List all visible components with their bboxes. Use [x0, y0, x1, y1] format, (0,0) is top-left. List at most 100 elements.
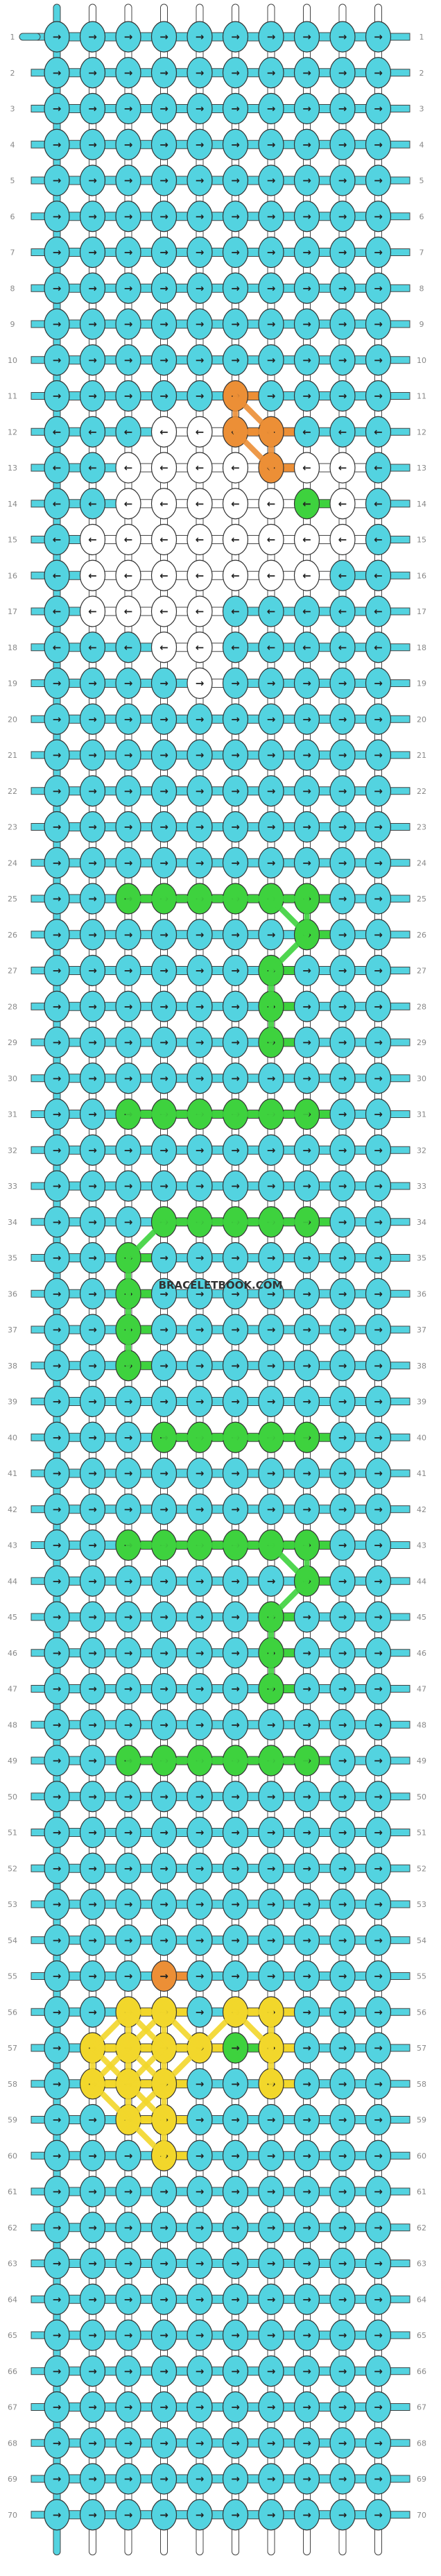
knot — [150, 57, 178, 89]
arrow-icon: → — [302, 1072, 311, 1085]
knot — [150, 1350, 178, 1382]
arrow-icon: → — [338, 1790, 347, 1803]
arrow-icon: → — [53, 1431, 62, 1443]
knot — [365, 1421, 392, 1453]
knot — [79, 1601, 106, 1633]
arrow-icon: → — [267, 2114, 276, 2126]
color-thread — [126, 2009, 167, 2051]
row-label-left: 26 — [8, 931, 17, 940]
knot — [258, 1960, 284, 1992]
arrow-icon: → — [159, 1396, 168, 1408]
arrow-icon: → — [374, 1431, 383, 1443]
arrow-icon: → — [124, 318, 133, 330]
knot — [150, 92, 178, 125]
knot — [79, 811, 106, 843]
knot — [79, 667, 106, 700]
row-label-left: 58 — [8, 2080, 17, 2089]
knot — [293, 2103, 320, 2136]
knot — [187, 1170, 213, 1202]
row-label-left: 1 — [10, 33, 15, 42]
row-label-left: 59 — [8, 2116, 17, 2125]
arrow-icon: → — [302, 1862, 311, 1874]
arrow-icon: ← — [374, 641, 383, 654]
knot — [293, 1457, 320, 1489]
knot — [365, 308, 392, 340]
arrow-icon: → — [88, 354, 97, 366]
row-label-left: 57 — [8, 2044, 17, 2053]
knot — [365, 523, 392, 556]
knot — [44, 308, 70, 340]
knot — [222, 1601, 249, 1633]
knot — [222, 1242, 249, 1274]
knot — [79, 1242, 106, 1274]
arrow-icon: → — [231, 929, 240, 941]
arrow-icon: → — [196, 1611, 205, 1623]
arrow-icon: → — [374, 2006, 383, 2018]
arrow-icon: → — [267, 1934, 276, 1947]
knot — [365, 1996, 392, 2028]
arrow-icon: → — [374, 1323, 383, 1336]
arrow-icon: → — [124, 138, 133, 151]
knot — [187, 57, 213, 89]
row-label-right: 9 — [420, 320, 424, 329]
knot — [365, 1062, 392, 1094]
arrow-icon: ← — [338, 425, 347, 438]
arrow-icon: → — [196, 246, 205, 259]
knot — [258, 201, 284, 232]
arrow-icon: → — [338, 390, 347, 402]
knot — [79, 2463, 106, 2495]
arrow-icon: → — [338, 1323, 347, 1336]
arrow-icon: ← — [53, 425, 62, 438]
knot — [79, 775, 106, 807]
knot — [79, 1529, 106, 1561]
arrow-icon: ← — [302, 425, 311, 438]
arrow-icon: → — [196, 1144, 205, 1156]
arrow-icon: → — [338, 1754, 347, 1767]
arrow-icon: → — [196, 282, 205, 294]
arrow-icon: → — [88, 2185, 97, 2198]
knot — [222, 2355, 249, 2387]
arrow-icon: → — [267, 2473, 276, 2485]
arrow-icon: → — [338, 1252, 347, 1264]
arrow-icon: → — [231, 2293, 240, 2305]
knot — [365, 2499, 392, 2531]
knot — [293, 488, 320, 520]
arrow-icon: → — [374, 1754, 383, 1767]
arrow-icon: → — [88, 929, 97, 941]
knot — [365, 128, 392, 160]
arrow-icon: → — [53, 2042, 62, 2054]
arrow-icon: ← — [267, 534, 276, 546]
knot — [222, 2499, 249, 2531]
knot — [79, 883, 106, 915]
knot — [222, 1672, 249, 1705]
arrow-icon: → — [231, 1467, 240, 1480]
knot — [329, 164, 356, 196]
knot — [329, 1457, 356, 1489]
knot — [222, 739, 249, 771]
row-label-right: 27 — [417, 967, 426, 976]
arrow-icon: → — [88, 785, 97, 797]
arrow-icon: → — [267, 2365, 276, 2378]
knot — [187, 1493, 213, 1525]
arrow-icon: → — [196, 821, 205, 833]
arrow-icon: → — [302, 2078, 311, 2090]
knot — [365, 2463, 392, 2495]
arrow-icon: → — [231, 2257, 240, 2270]
arrow-icon: → — [338, 1144, 347, 1156]
row-label-right: 5 — [420, 176, 424, 185]
knot — [222, 21, 249, 53]
knot — [258, 2103, 284, 2136]
knot — [222, 1493, 249, 1525]
arrow-icon: ← — [53, 534, 62, 546]
knot — [79, 1026, 106, 1058]
arrow-icon: → — [159, 246, 168, 259]
row-label-left: 62 — [8, 2223, 17, 2232]
arrow-icon: ← — [302, 605, 311, 618]
knot — [150, 1170, 178, 1202]
knot — [44, 1242, 70, 1274]
arrow-icon: → — [196, 1396, 205, 1408]
arrow-icon: → — [267, 2293, 276, 2305]
arrow-icon: → — [231, 2114, 240, 2126]
knot — [329, 344, 356, 376]
row-label-left: 27 — [8, 967, 17, 976]
